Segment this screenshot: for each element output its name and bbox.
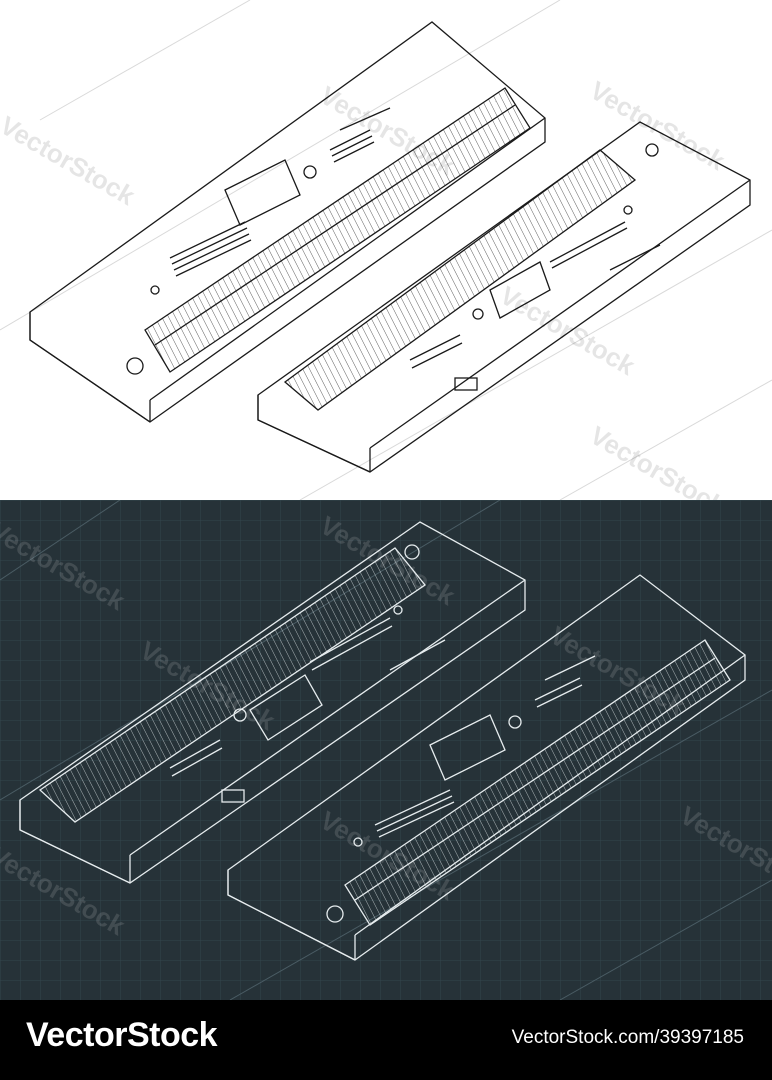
bottom-drawing bbox=[0, 500, 772, 1000]
top-blueprint-panel: VectorStock VectorStock VectorStock Vect… bbox=[0, 0, 772, 500]
keyboard-left-top bbox=[29, 21, 546, 423]
keyboard-right-top bbox=[257, 121, 751, 473]
top-drawing bbox=[0, 0, 772, 500]
keyboard-left-bottom bbox=[19, 521, 526, 884]
footer-bar: VectorStock VectorStock.com/39397185 bbox=[0, 1000, 772, 1080]
keyboard-right-bottom bbox=[227, 574, 746, 961]
image-url: VectorStock.com/39397185 bbox=[511, 1027, 744, 1048]
brand-logo: VectorStock bbox=[26, 1016, 218, 1054]
top-guide-lines bbox=[0, 0, 772, 500]
sliders-left-top bbox=[169, 221, 252, 277]
bottom-blueprint-panel: VectorStock VectorStock VectorStock Vect… bbox=[0, 500, 772, 1000]
